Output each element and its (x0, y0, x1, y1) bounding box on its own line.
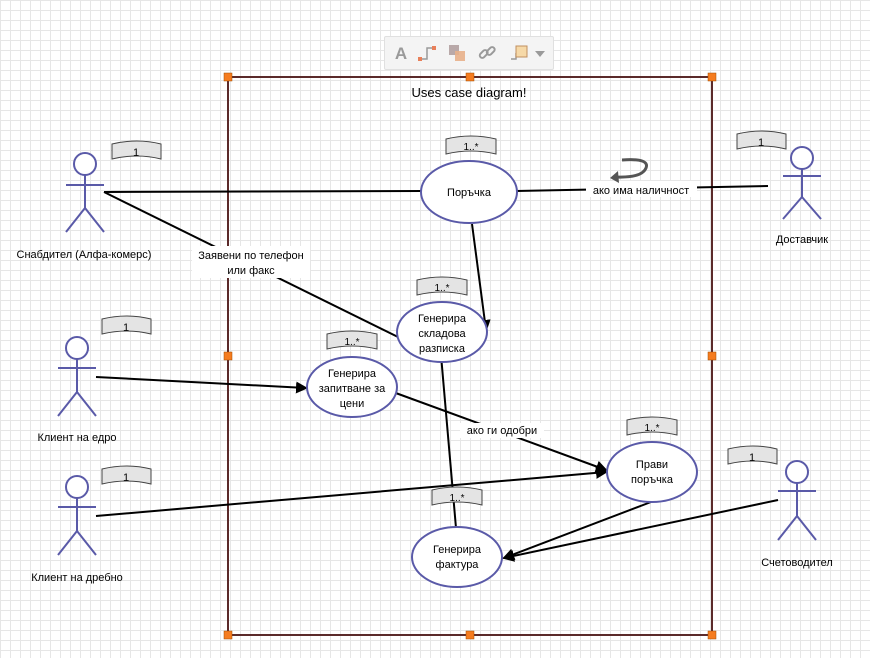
self-loop-arrow-icon (615, 158, 648, 179)
dropdown-arrow-icon[interactable] (533, 43, 547, 63)
association-snabditel-porachka[interactable] (103, 190, 423, 193)
svg-text:1..*: 1..* (463, 142, 478, 153)
text-icon[interactable]: A (391, 43, 411, 63)
use-case-zapitvane-line2: запитване за (319, 383, 386, 395)
handle-bottom-left[interactable] (223, 630, 233, 640)
use-case-sklad-line2: складова (418, 328, 466, 340)
actor-dostavchik[interactable] (782, 146, 822, 220)
use-case-pravi-line1: Прави (636, 459, 668, 471)
use-case-porachka[interactable]: Поръчка (420, 160, 518, 224)
use-case-pravi-porachka[interactable]: Прави поръчка (606, 441, 698, 503)
use-case-faktura[interactable]: Генерира фактура (411, 526, 503, 588)
actor-klient-edro-label: Клиент на едро (37, 432, 116, 444)
flag-porachka: 1..* (445, 135, 497, 155)
svg-text:1..*: 1..* (344, 337, 359, 348)
flag-pravi: 1..* (626, 416, 678, 436)
use-case-faktura-line1: Генерира (433, 544, 482, 556)
label-telefon-line1[interactable]: Заявени по телефон (198, 250, 303, 262)
arrow-klient-drebno-pravi[interactable] (95, 466, 608, 517)
use-case-zapitvane-line3: цени (340, 398, 365, 410)
arrow-schetovoditel-faktura[interactable] (502, 499, 779, 562)
handle-bottom-middle[interactable] (465, 630, 475, 640)
actor-snabditel-label: Снабдител (Алфа-комерс) (17, 249, 152, 261)
use-case-sklad-line3: разписка (419, 343, 466, 355)
actor-klient-drebno-label: Клиент на дребно (31, 572, 123, 584)
svg-text:1..*: 1..* (449, 493, 464, 504)
connector-icon[interactable] (417, 43, 437, 63)
arrow-pravi-faktura[interactable] (502, 501, 652, 561)
use-case-sklad-line1: Генерира (418, 313, 467, 325)
handle-middle-right[interactable] (707, 351, 717, 361)
flag-schetovoditel: 1 (727, 445, 778, 465)
multiplicity-flags: 1 1 1 1 1 1..* 1..* 1..* (101, 130, 787, 506)
use-case-skladova-razpiska[interactable]: Генерира складова разписка (396, 301, 488, 363)
svg-text:1: 1 (123, 322, 129, 334)
flag-sklad: 1..* (416, 276, 468, 296)
flag-zapitvane: 1..* (326, 330, 378, 350)
flag-klient-edro: 1 (101, 315, 152, 335)
arrow-porachka-sklad[interactable] (471, 223, 491, 332)
use-case-faktura-line2: фактура (436, 559, 480, 571)
diagram-title: Uses case diagram! (412, 85, 527, 100)
actor-klient-drebno[interactable] (57, 475, 97, 556)
svg-text:1: 1 (123, 472, 129, 484)
actor-schetovoditel[interactable] (777, 460, 817, 541)
actor-dostavchik-label: Доставчик (776, 234, 828, 246)
svg-text:1: 1 (749, 452, 755, 464)
flag-dostavchik: 1 (736, 130, 787, 150)
label-telefon-line2[interactable]: или факс (227, 265, 275, 277)
flag-faktura: 1..* (431, 486, 483, 506)
actor-snabditel[interactable] (65, 152, 105, 233)
shape-icon[interactable] (509, 43, 529, 63)
handle-top-left[interactable] (223, 72, 233, 82)
flag-snabditel: 1 (111, 140, 162, 160)
selection-handles[interactable] (223, 72, 717, 640)
svg-text:1..*: 1..* (644, 423, 659, 434)
handle-top-right[interactable] (707, 72, 717, 82)
use-case-pravi-line2: поръчка (631, 474, 674, 486)
use-case-zapitvane-ceni[interactable]: Генерира запитване за цени (306, 356, 398, 418)
link-icon[interactable] (477, 43, 497, 63)
use-case-zapitvane-line1: Генерира (328, 368, 377, 380)
svg-text:1: 1 (133, 147, 139, 159)
label-ako-ima-nalichnost[interactable]: ако има наличност (593, 185, 689, 197)
svg-text:A: A (395, 44, 407, 63)
svg-text:1: 1 (758, 137, 764, 149)
handle-bottom-right[interactable] (707, 630, 717, 640)
handle-middle-left[interactable] (223, 351, 233, 361)
label-ako-gi-odobri[interactable]: ако ги одобри (467, 425, 537, 437)
use-case-porachka-label: Поръчка (447, 187, 492, 199)
arrow-klient-edro-zapitvane[interactable] (95, 376, 308, 394)
arrange-icon[interactable] (447, 43, 467, 63)
actor-klient-edro[interactable] (57, 336, 97, 417)
actor-schetovoditel-label: Счетоводител (761, 557, 833, 569)
floating-toolbar: A (384, 36, 554, 70)
handle-top-middle[interactable] (465, 72, 475, 82)
flag-klient-drebno: 1 (101, 465, 152, 485)
svg-text:1..*: 1..* (434, 283, 449, 294)
